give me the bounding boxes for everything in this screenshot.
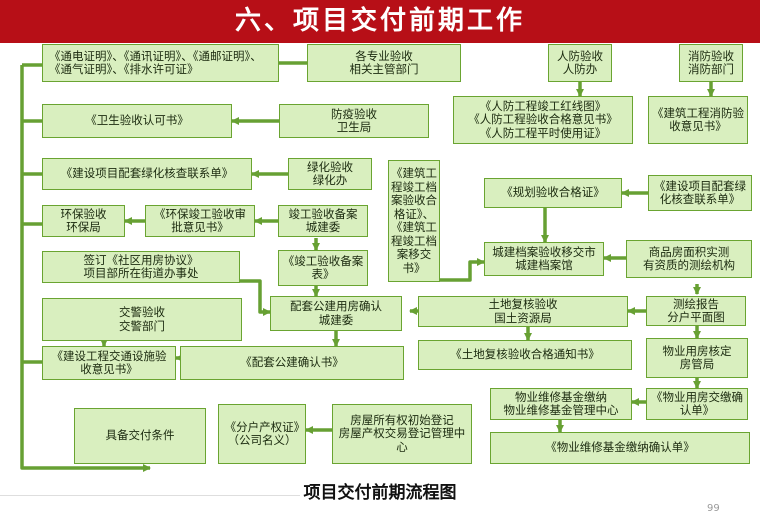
- public-housing-confirm-box: 配套公建用房确认 城建委: [270, 296, 402, 331]
- completion-record-box: 竣工验收备案 城建委: [278, 205, 368, 237]
- environmental-opinion-box: 《环保竣工验收审批意见书》: [145, 205, 255, 237]
- survey-report-box: 测绘报告 分户平面图: [646, 296, 746, 326]
- utilities-certificates-box: 《通电证明》、《通讯证明》、《通邮证明》、《通气证明》、《排水许可证》: [42, 44, 279, 82]
- property-handover-box: 《物业用房交缴确认单》: [646, 388, 748, 420]
- greening-form-right-box: 《建设项目配套绿化核查联系单》: [648, 175, 752, 211]
- greening-form-box: 《建设项目配套绿化核查联系单》: [42, 158, 252, 190]
- archive-certificates-box: 《建筑工程竣工档案验收合格证》、《建筑工程竣工档案移交书》: [388, 160, 440, 282]
- title-banner: [0, 0, 760, 43]
- traffic-opinion-box: 《建设工程交通设施验收意见书》: [42, 346, 176, 380]
- property-management-housing-box: 物业用房核定 房管局: [646, 338, 748, 378]
- page-number: 99: [707, 503, 720, 514]
- greening-acceptance-box: 绿化验收 绿化办: [288, 158, 372, 190]
- planning-certificate-box: 《规划验收合格证》: [484, 178, 622, 208]
- delivery-ready-box: 具备交付条件: [74, 408, 206, 464]
- land-notice-box: 《土地复核验收合格通知书》: [418, 340, 632, 370]
- community-agreement-box: 签订《社区用房协议》 项目部所在街道办事处: [42, 251, 240, 283]
- epidemic-acceptance-box: 防疫验收 卫生局: [279, 104, 429, 138]
- civil-defense-documents-box: 《人防工程竣工红线图》 《人防工程验收合格意见书》 《人防工程平时使用证》: [453, 96, 633, 144]
- record-form-box: 《竣工验收备案表》: [278, 250, 368, 286]
- public-confirm-document-box: 《配套公建确认书》: [180, 346, 404, 380]
- fund-confirmation-box: 《物业维修基金缴纳确认单》: [490, 432, 750, 464]
- fire-opinion-box: 《建筑工程消防验收意见书》: [648, 96, 748, 144]
- area-survey-box: 商品房面积实测 有资质的测绘机构: [626, 240, 752, 278]
- page-title: 六、项目交付前期工作: [234, 6, 525, 36]
- traffic-acceptance-box: 交警验收 交警部门: [42, 298, 242, 341]
- footer-rule: [0, 495, 300, 496]
- archive-transfer-box: 城建档案验收移交市 城建档案馆: [484, 242, 604, 276]
- maintenance-fund-box: 物业维修基金缴纳 物业维修基金管理中心: [490, 388, 632, 420]
- environmental-acceptance-box: 环保验收 环保局: [42, 205, 125, 237]
- diagram-caption: 项目交付前期流程图: [303, 483, 457, 503]
- title-certificate-box: 《分户产权证》（公司名义）: [218, 404, 306, 464]
- hygiene-certificate-box: 《卫生验收认可书》: [42, 104, 232, 138]
- department-acceptance-box: 各专业验收 相关主管部门: [307, 44, 461, 82]
- land-review-box: 土地复核验收 国土资源局: [418, 296, 628, 327]
- civil-defense-acceptance-box: 人防验收 人防办: [548, 44, 612, 82]
- fire-acceptance-box: 消防验收 消防部门: [679, 44, 743, 82]
- initial-registration-box: 房屋所有权初始登记 房屋产权交易登记管理中心: [332, 404, 472, 464]
